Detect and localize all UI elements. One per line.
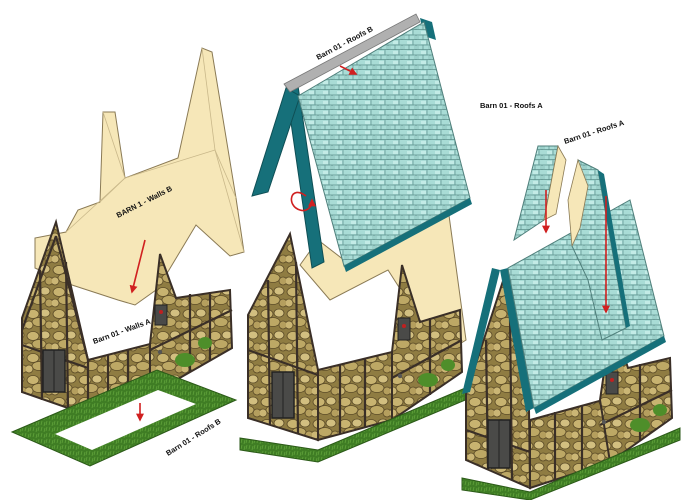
roofs-a-panel-bottom-edge — [344, 198, 472, 272]
right-bushes — [630, 404, 667, 432]
left-assembly: BARN 1 - Walls B — [10, 47, 245, 467]
rotate-arrow-icon — [290, 191, 316, 212]
right-back-window — [605, 371, 619, 395]
walls-a-label: Barn 01 - Walls A — [92, 316, 153, 345]
middle-window-lamp — [402, 324, 406, 328]
roofs-a-right-dormer-paper — [567, 158, 589, 247]
walls-b-fold-line — [65, 149, 245, 253]
right-side-lamp — [601, 419, 607, 425]
middle-back-window — [397, 317, 411, 341]
middle-bushes — [418, 359, 455, 387]
walls-a-side-lamp — [157, 349, 163, 355]
right-main-roof-bottom-edge — [534, 336, 666, 414]
roofs-b-gable-edge-back — [251, 87, 301, 197]
down-arrow-icon — [129, 239, 146, 294]
right-window-lamp — [610, 378, 614, 382]
walls-a-back-window — [154, 304, 168, 326]
roofs-a-middle-label: Barn 01 - Roofs A — [480, 101, 543, 110]
roofs-b-grass-cutout — [55, 390, 196, 450]
down-arrow-icon — [339, 65, 358, 75]
roofs-a-right-label: Barn 01 - Roofs A — [563, 118, 626, 146]
walls-b-fold-line-3 — [201, 47, 237, 199]
right-main-roof-edge — [500, 268, 534, 412]
right-assembly: Barn 01 - Roofs A — [461, 118, 681, 500]
middle-side-lamp — [397, 373, 403, 379]
walls-b-fold-line-2 — [99, 111, 126, 203]
right-grass-base — [461, 427, 681, 500]
middle-walls-timber-frame — [247, 261, 463, 434]
roofs-a-left-dormer-paper — [543, 144, 567, 221]
roofs-b-gutter — [283, 13, 421, 93]
middle-assembly: Barn 01 - Roofs B Barn 01 - Roofs A — [239, 13, 543, 463]
walls-a-window-lamp — [159, 310, 163, 314]
right-main-roof-edge-front — [462, 268, 500, 394]
